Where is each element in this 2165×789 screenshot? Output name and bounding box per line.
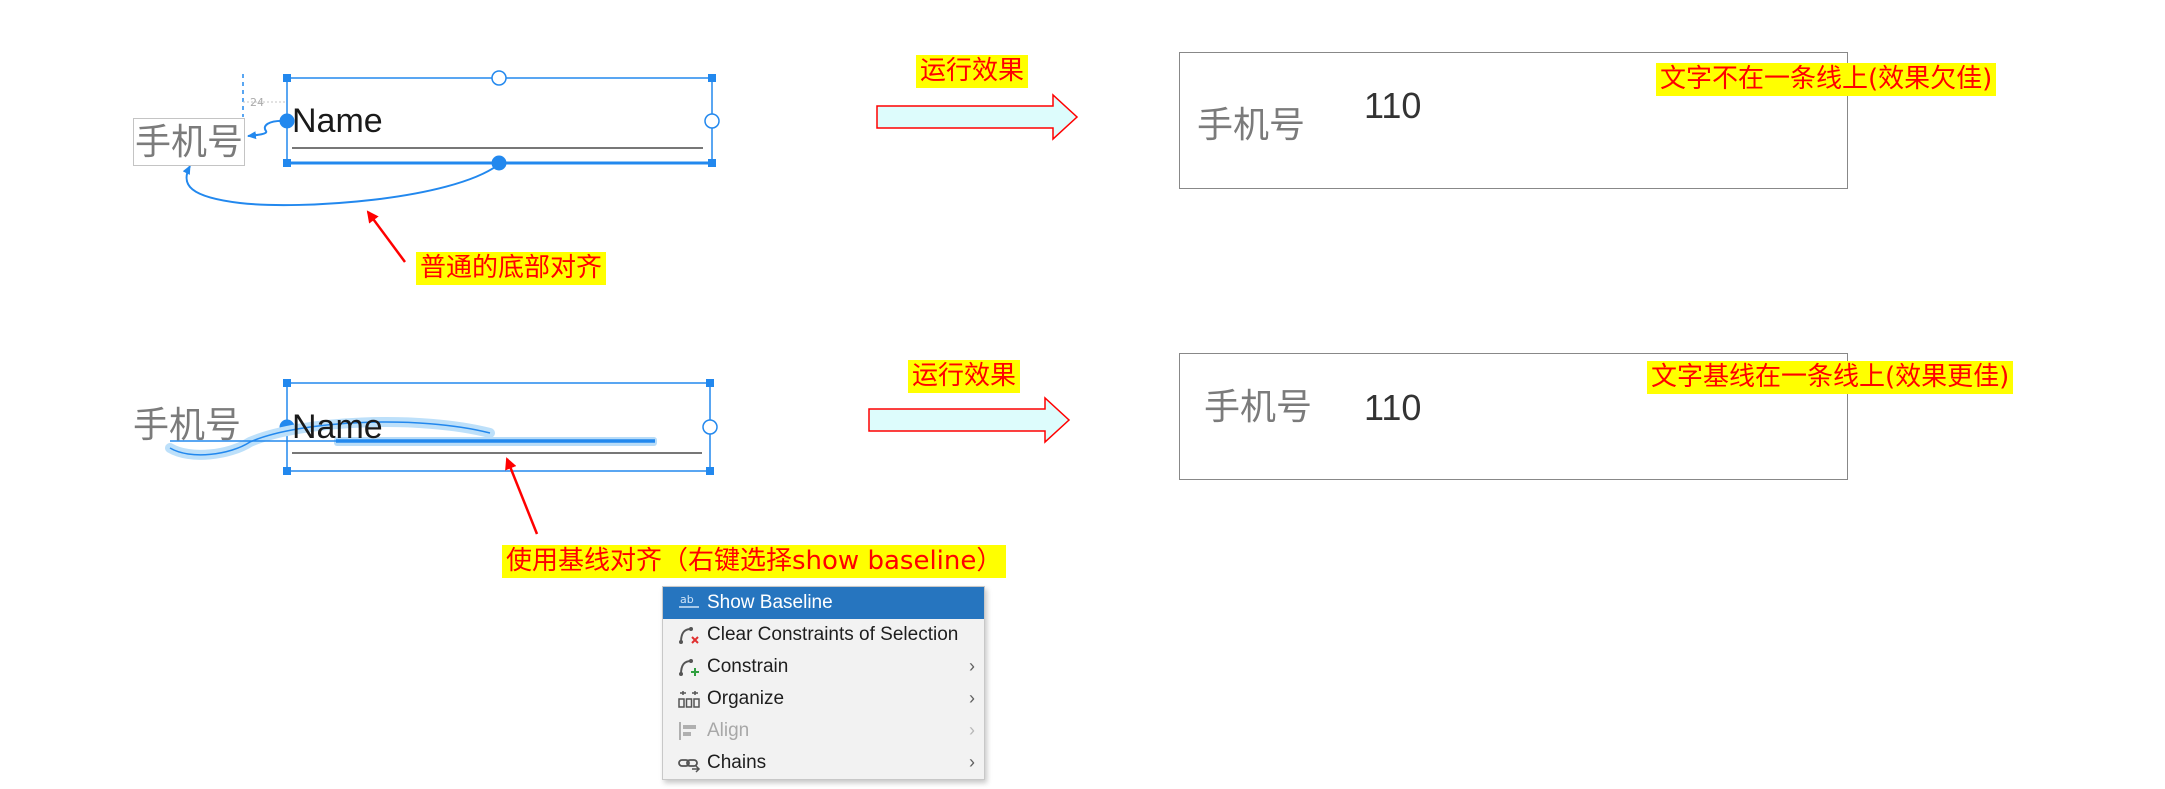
menu-item-show-baseline[interactable]: ab Show Baseline: [663, 587, 984, 619]
constrain-icon: [676, 656, 702, 678]
bottom-baseline-handle[interactable]: [165, 417, 657, 460]
bottom-annotation-arrow: [505, 457, 539, 535]
menu-item-label: Clear Constraints of Selection: [707, 624, 959, 645]
menu-item-constrain[interactable]: Constrain ›: [663, 651, 984, 683]
menu-item-organize[interactable]: Organize ›: [663, 683, 984, 715]
top-edittext-hint[interactable]: Name: [292, 102, 383, 140]
menu-item-label: Organize: [707, 688, 785, 709]
menu-item-label: Chains: [707, 752, 767, 773]
bottom-textview-label[interactable]: 手机号: [133, 405, 242, 446]
menu-item-clear-constraints[interactable]: Clear Constraints of Selection: [663, 619, 984, 651]
menu-item-label: Align: [707, 720, 750, 741]
context-menu: ab Show Baseline Clear Constraints of Se…: [662, 586, 985, 780]
submenu-arrow-icon: ›: [969, 688, 975, 708]
run-effect-arrow-bottom: [868, 396, 1071, 444]
bottom-edittext-hint[interactable]: Name: [292, 408, 383, 446]
result-top-label: 手机号: [1197, 105, 1306, 146]
menu-item-label: Constrain: [707, 656, 789, 677]
result-bottom-label: 手机号: [1204, 387, 1313, 428]
result-bottom-note: 文字基线在一条线上(效果更佳): [1647, 361, 2014, 394]
top-annotation-note: 普通的底部对齐: [416, 252, 607, 285]
submenu-arrow-icon: ›: [969, 752, 975, 772]
chains-icon: [676, 752, 702, 774]
run-effect-arrow-top: [876, 93, 1079, 141]
top-margin-value: 24: [250, 96, 264, 109]
align-icon: [676, 720, 702, 742]
svg-text:ab: ab: [680, 593, 694, 606]
result-bottom-value: 110: [1364, 387, 1422, 428]
baseline-icon: ab: [676, 592, 702, 614]
submenu-arrow-icon: ›: [969, 720, 975, 740]
result-top-note: 文字不在一条线上(效果欠佳): [1656, 63, 1997, 96]
top-textview-label[interactable]: 手机号: [133, 118, 246, 166]
top-annotation-arrow: [366, 210, 407, 263]
menu-item-label: Show Baseline: [707, 592, 833, 613]
bottom-annotation-note: 使用基线对齐（右键选择show baseline）: [502, 545, 1007, 578]
submenu-arrow-icon: ›: [969, 656, 975, 676]
top-edittext-selection[interactable]: [279, 70, 720, 171]
menu-item-chains[interactable]: Chains ›: [663, 747, 984, 779]
menu-item-align[interactable]: Align ›: [663, 715, 984, 747]
result-top-value: 110: [1364, 85, 1422, 126]
run-effect-label-top: 运行效果: [916, 55, 1029, 88]
organize-icon: [676, 688, 702, 710]
top-constraint-guides: [182, 74, 499, 207]
run-effect-label-bottom: 运行效果: [908, 360, 1021, 393]
clear-constraints-icon: [676, 624, 702, 646]
